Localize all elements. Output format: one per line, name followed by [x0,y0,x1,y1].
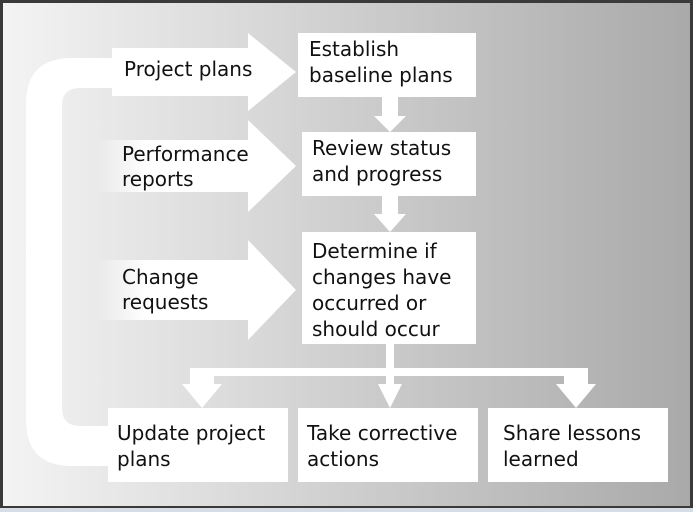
step-determine-changes-box [302,232,476,344]
step-review-status-label: Review status and progress [312,136,458,186]
input-arrow-change-requests [96,240,296,340]
step-determine-changes-label: Determine if changes have occurred or sh… [312,239,458,341]
step-establish-baseline-label: Establish baseline plans [309,37,453,87]
input-arrow-performance-reports [96,120,296,212]
input-arrow-project-plans [112,33,296,111]
outcome-corrective-actions-box [298,408,478,482]
outcome-update-plans-box [108,408,288,482]
bottom-strip [0,508,693,512]
outcome-share-lessons-box [488,408,668,482]
step-review-status-box [302,132,476,196]
outcome-share-lessons-label: Share lessons learned [503,421,647,471]
input-project-plans-label: Project plans [124,57,252,81]
input-performance-reports-label: Performance reports [122,142,255,191]
step-establish-baseline-box [298,33,476,97]
feedback-loop-arrow [26,58,250,466]
connector-baseline-to-review [374,96,406,132]
outcome-corrective-actions-label: Take corrective actions [306,421,464,471]
connector-review-to-determine [374,196,406,232]
outcome-update-plans-label: Update project plans [117,421,272,471]
input-change-requests-label: Change requests [122,265,208,314]
branch-connector [182,344,596,408]
